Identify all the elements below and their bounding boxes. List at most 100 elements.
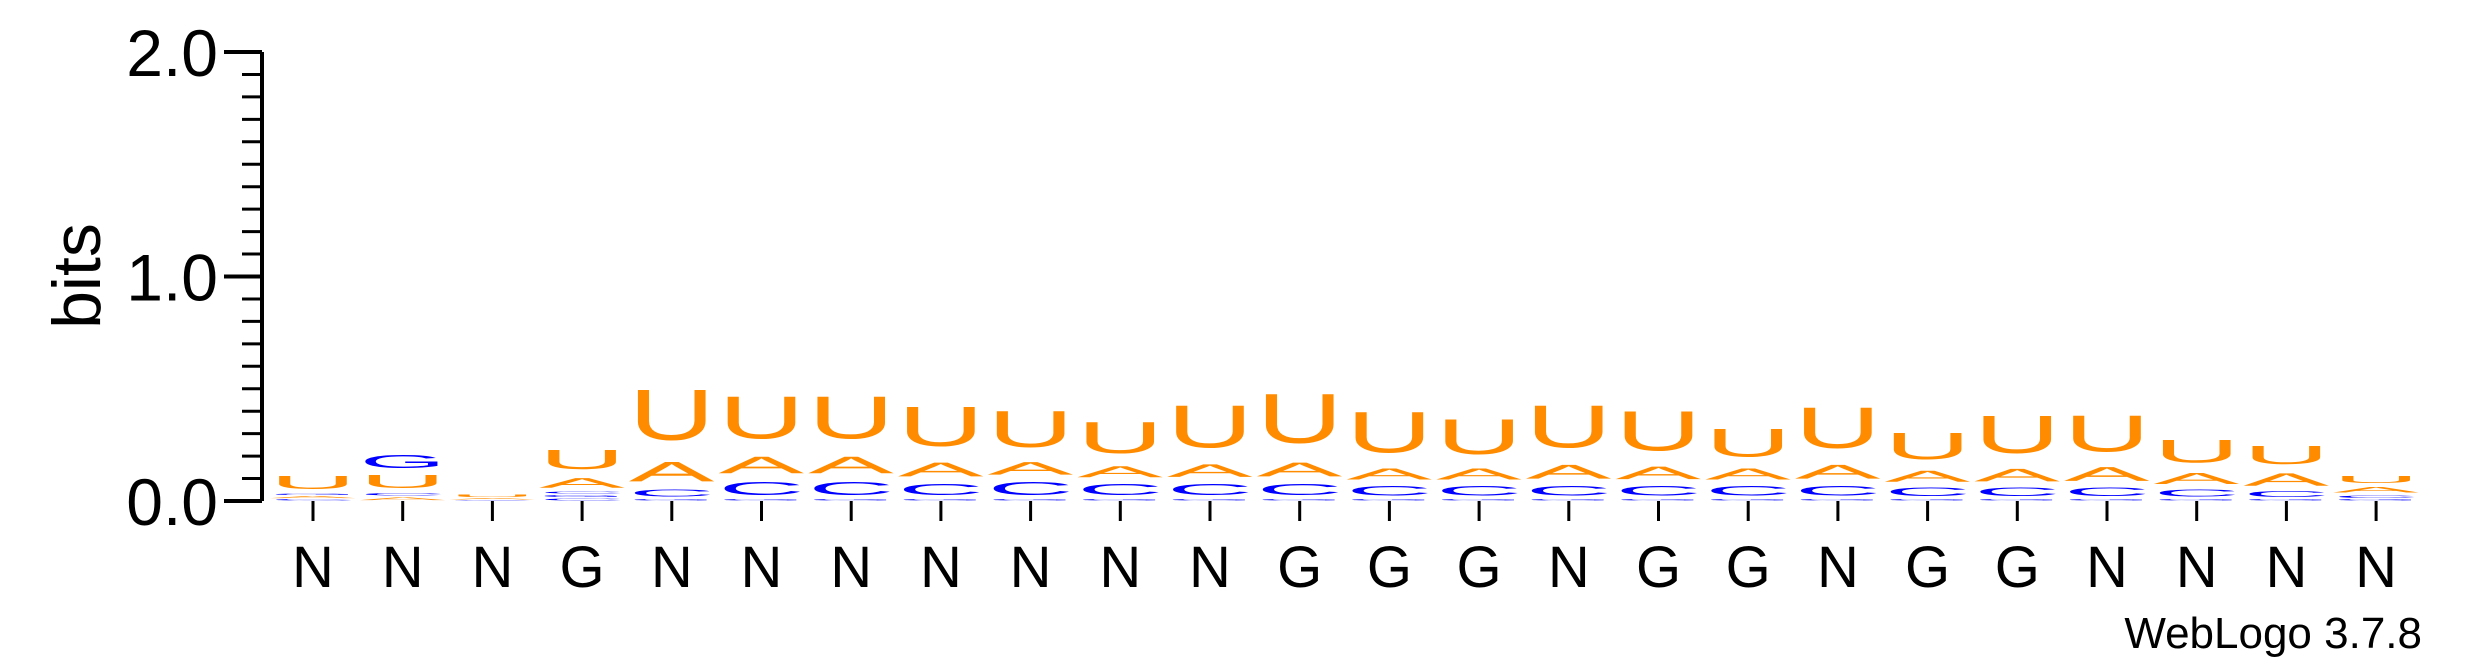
logo-letter-u: U — [629, 375, 715, 456]
logo-letter-c: C — [808, 479, 894, 499]
logo-letter-g: G — [1616, 499, 1702, 501]
logo-letter-a: A — [1974, 465, 2060, 485]
logo-letter-u: U — [1077, 414, 1163, 463]
logo-letter-c: C — [1795, 483, 1881, 499]
logo-letter-u: U — [719, 384, 805, 451]
logo-letter-u: U — [2243, 441, 2329, 470]
logo-letter-g: G — [2154, 499, 2240, 501]
x-tick-label: N — [1099, 535, 1141, 600]
logo-letter-a: A — [1885, 467, 1971, 485]
logo-letter-c: C — [449, 500, 535, 501]
y-axis-ticks: 2.01.00.0 — [126, 16, 262, 539]
x-tick-label: G — [1457, 535, 1502, 600]
x-tick-label: N — [2265, 535, 2307, 600]
logo-letter-c: C — [270, 499, 356, 501]
x-tick-label: G — [1905, 535, 1950, 600]
logo-letter-u: U — [898, 395, 984, 458]
logo-letter-g: G — [1974, 499, 2060, 501]
logo-letter-u: U — [1167, 393, 1253, 460]
logo-letter-g: G — [360, 451, 446, 471]
logo-letter-g: G — [719, 499, 805, 501]
weblogo-credit: WebLogo 3.7.8 — [2124, 609, 2422, 658]
x-tick-label: N — [2176, 535, 2218, 600]
x-tick-label: N — [292, 535, 334, 600]
x-tick-label: N — [830, 535, 872, 600]
logo-letter-g: G — [1346, 499, 1432, 501]
logo-letter-g: G — [1257, 499, 1343, 501]
logo-letter-u: U — [539, 444, 625, 475]
logo-letter-a: A — [539, 475, 625, 491]
logo-letter-a: A — [1795, 461, 1882, 483]
logo-letter-u: U — [1257, 380, 1343, 458]
logo-letter-a: A — [808, 451, 894, 478]
logo-letter-a: A — [1526, 461, 1613, 483]
logo-letter-g: G — [898, 499, 984, 501]
x-tick-label: N — [2355, 535, 2397, 600]
logo-letter-u: U — [808, 384, 894, 451]
logo-letter-u: U — [449, 493, 535, 497]
x-tick-label: G — [1636, 535, 1681, 600]
logo-letter-g: G — [2064, 499, 2150, 501]
logo-letter-g: G — [270, 493, 356, 495]
logo-letter-g: G — [1885, 499, 1971, 501]
logo-letter-u: U — [2154, 434, 2240, 470]
x-tick-label: G — [1726, 535, 1771, 600]
logo-letter-a: A — [449, 498, 535, 500]
x-tick-label: G — [1995, 535, 2040, 600]
logo-letter-a: A — [2243, 470, 2329, 490]
logo-letter-c: C — [1526, 483, 1612, 499]
letter-stacks: CAGUACUGCAUCGCAUGCAUGCAUGCAUGCAUGCAUGCAU… — [270, 375, 2419, 501]
logo-letter-g: G — [1795, 499, 1881, 501]
x-tick-label: N — [471, 535, 513, 600]
logo-letter-g: G — [1705, 499, 1791, 501]
logo-letter-g: G — [1526, 499, 1612, 501]
logo-letter-c: C — [1346, 483, 1432, 499]
x-tick-label: N — [2086, 535, 2128, 600]
logo-letter-g: G — [1436, 499, 1522, 501]
logo-letter-a: A — [360, 497, 446, 501]
y-axis-label: bits — [39, 223, 115, 329]
logo-letter-c: C — [1705, 483, 1791, 499]
y-tick-label: 0.0 — [126, 465, 218, 539]
x-tick-label: N — [651, 535, 693, 600]
logo-letter-c: C — [1616, 483, 1702, 499]
x-tick-label: N — [741, 535, 783, 600]
logo-letter-g: G — [988, 499, 1074, 501]
logo-letter-a: A — [1705, 465, 1791, 483]
logo-letter-c: C — [1077, 481, 1163, 499]
logo-letter-u: U — [1795, 395, 1881, 460]
logo-letter-c: C — [2064, 485, 2150, 499]
logo-letter-g: G — [808, 499, 894, 501]
logo-letter-c: C — [629, 488, 715, 499]
logo-letter-u: U — [1436, 409, 1522, 465]
logo-letter-c: C — [1436, 483, 1522, 499]
logo-letter-a: A — [2154, 470, 2240, 488]
logo-letter-c: C — [988, 479, 1074, 499]
logo-letter-a: A — [629, 456, 715, 487]
logo-letter-u: U — [988, 400, 1074, 458]
x-tick-label: N — [382, 535, 424, 600]
logo-letter-c: C — [1257, 481, 1343, 499]
logo-letter-a: A — [1616, 463, 1702, 483]
logo-letter-a: A — [270, 495, 356, 498]
logo-letter-g: G — [2333, 499, 2419, 501]
logo-letter-u: U — [270, 473, 356, 493]
logo-letter-c: C — [1885, 485, 1971, 499]
x-tick-label: G — [1277, 535, 1322, 600]
logo-letter-g: G — [2243, 499, 2329, 501]
logo-letter-c: C — [2243, 490, 2329, 499]
logo-letter-a: A — [988, 458, 1074, 478]
logo-letter-a: A — [2333, 485, 2419, 494]
x-tick-label: N — [1189, 535, 1231, 600]
x-tick-label: N — [1817, 535, 1859, 600]
logo-letter-a: A — [2064, 463, 2151, 485]
logo-letter-c: C — [1974, 485, 2060, 499]
x-tick-label: G — [560, 535, 605, 600]
logo-letter-u: U — [2333, 474, 2419, 485]
logo-letter-g: G — [1077, 499, 1163, 501]
logo-letter-u: U — [1885, 424, 1971, 467]
logo-letter-c: C — [539, 498, 625, 501]
logo-letter-a: A — [1077, 463, 1163, 481]
